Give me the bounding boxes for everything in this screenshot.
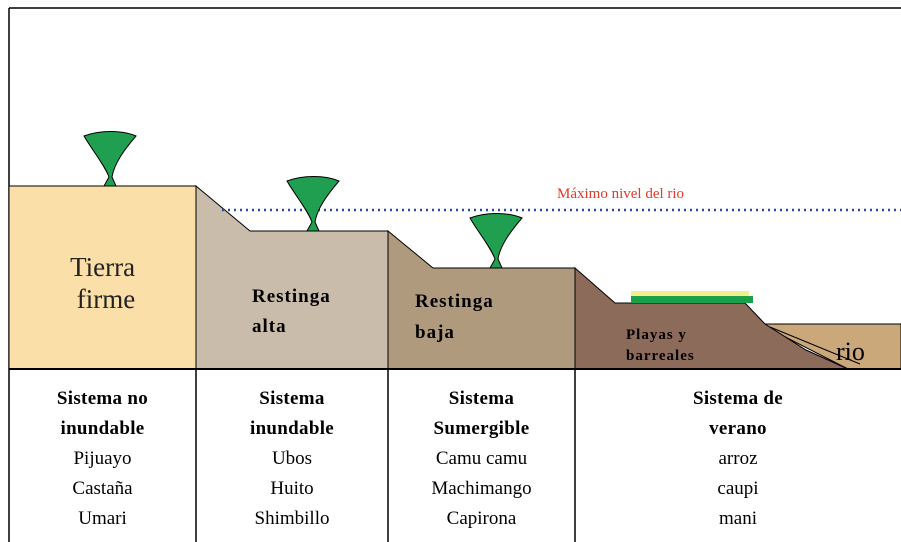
system-heading-line2: inundable (249, 418, 335, 439)
system-column-sumergible: Sistema Sumergible Camu camu Machimango … (388, 384, 575, 534)
crop-item: Shimbillo (254, 508, 330, 529)
system-heading-line1: Sistema (448, 388, 515, 409)
crop-strip-green (631, 296, 753, 303)
system-heading-line2: Sumergible (433, 418, 530, 439)
zone-label-restinga-baja-line1: Restinga (415, 291, 494, 312)
crop-item: Castaña (72, 478, 133, 499)
tree-icon-restinga-baja (469, 213, 523, 269)
zone-label-restinga-alta-line2: alta (252, 316, 287, 337)
zone-label-tierra-firme-line2: firme (77, 284, 135, 314)
system-heading-line1: Sistema (259, 388, 325, 409)
zone-restinga-alta (195, 184, 389, 370)
zone-label-restinga-alta: Restinga alta (252, 286, 336, 337)
zone-label-restinga-baja: Restinga baja (415, 291, 499, 343)
zone-label-playas-line2: barreales (626, 348, 695, 364)
system-heading-line1: Sistema de (692, 388, 784, 409)
crop-item: Umari (78, 508, 127, 529)
zone-label-tierra-firme: Tierra firme (70, 252, 142, 314)
system-heading-line2: inundable (60, 418, 145, 439)
crop-item: mani (719, 508, 757, 529)
river-bank-line (769, 326, 861, 365)
system-column-no-inundable: Sistema no inundable Pijuayo Castaña Uma… (9, 384, 196, 534)
zone-label-tierra-firme-line1: Tierra (70, 252, 135, 282)
max-river-level-label: Máximo nivel del rio (557, 186, 684, 202)
crop-item: Ubos (271, 448, 313, 469)
system-heading-line1: Sistema no (56, 388, 149, 409)
system-heading-line2: verano (709, 418, 767, 439)
zone-tierra-firme (8, 185, 197, 370)
tree-icon-restinga-alta (286, 176, 340, 232)
zone-rio (759, 323, 901, 370)
crop-item: arroz (718, 448, 758, 469)
crop-strip-yellow (631, 291, 749, 296)
crop-item: Camu camu (435, 448, 528, 469)
zone-label-restinga-alta-line1: Restinga (252, 286, 331, 307)
crop-item: Huito (270, 478, 314, 499)
system-column-verano: Sistema de verano arroz caupi mani (575, 384, 901, 534)
zone-label-rio: rio (836, 337, 865, 366)
zone-label-playas-line1: Playas y (626, 327, 687, 343)
crop-item: Pijuayo (73, 448, 132, 469)
crop-item: Capirona (446, 508, 517, 529)
crop-item: caupi (717, 478, 759, 499)
system-column-inundable: Sistema inundable Ubos Huito Shimbillo (196, 384, 388, 534)
tree-icon-tierra-firme (83, 131, 137, 187)
crop-item: Machimango (431, 478, 532, 499)
zone-playas-barreales (574, 266, 849, 370)
zone-label-playas-barreales: Playas y barreales (626, 327, 695, 364)
zone-label-restinga-baja-line2: baja (415, 322, 455, 343)
